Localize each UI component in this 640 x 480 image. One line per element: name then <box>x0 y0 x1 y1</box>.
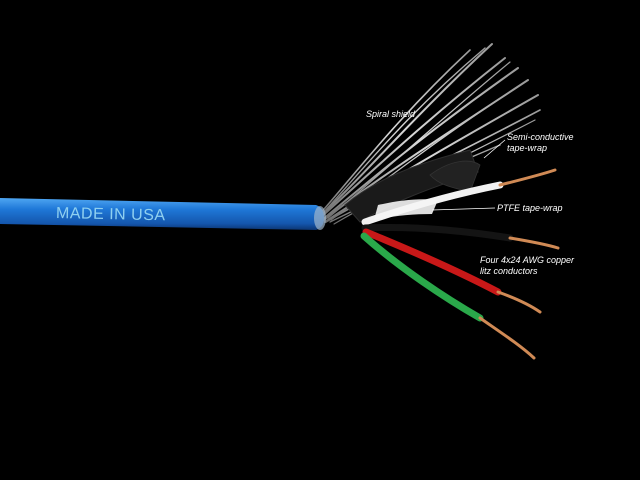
label-ptfe-text: PTFE tape-wrap <box>497 203 563 213</box>
conductor-red <box>362 228 502 296</box>
conductor-black-copper <box>508 236 560 250</box>
conductor-white-copper <box>498 168 557 187</box>
label-litz-conductors-line1: Four 4x24 AWG copper <box>480 255 575 265</box>
leader-ptfe <box>431 207 496 211</box>
conductor-red-copper <box>496 290 542 314</box>
cable-jacket <box>0 198 324 230</box>
label-litz-conductors: Four 4x24 AWG copper litz conductors <box>480 255 574 277</box>
conductor-black <box>361 223 514 242</box>
label-semi-conductive-line2: tape-wrap <box>507 143 548 153</box>
conductor-green <box>360 232 484 322</box>
black-tape-fold <box>429 160 481 193</box>
conductor-green-copper <box>478 316 536 360</box>
label-ptfe: PTFE tape-wrap <box>497 203 563 214</box>
jacket-print-made-in-usa: MADE IN USA <box>55 205 166 225</box>
leader-semi <box>483 139 506 159</box>
label-semi-conductive-line1: Semi-conductive <box>507 132 574 142</box>
jacket-end <box>314 206 326 230</box>
label-semi-conductive: Semi-conductive tape-wrap <box>507 132 574 154</box>
label-litz-conductors-line2: litz conductors <box>480 266 538 276</box>
label-spiral-shield: Spiral shield <box>366 109 415 120</box>
ptfe-tape <box>374 199 438 220</box>
label-spiral-shield-text: Spiral shield <box>366 109 416 119</box>
